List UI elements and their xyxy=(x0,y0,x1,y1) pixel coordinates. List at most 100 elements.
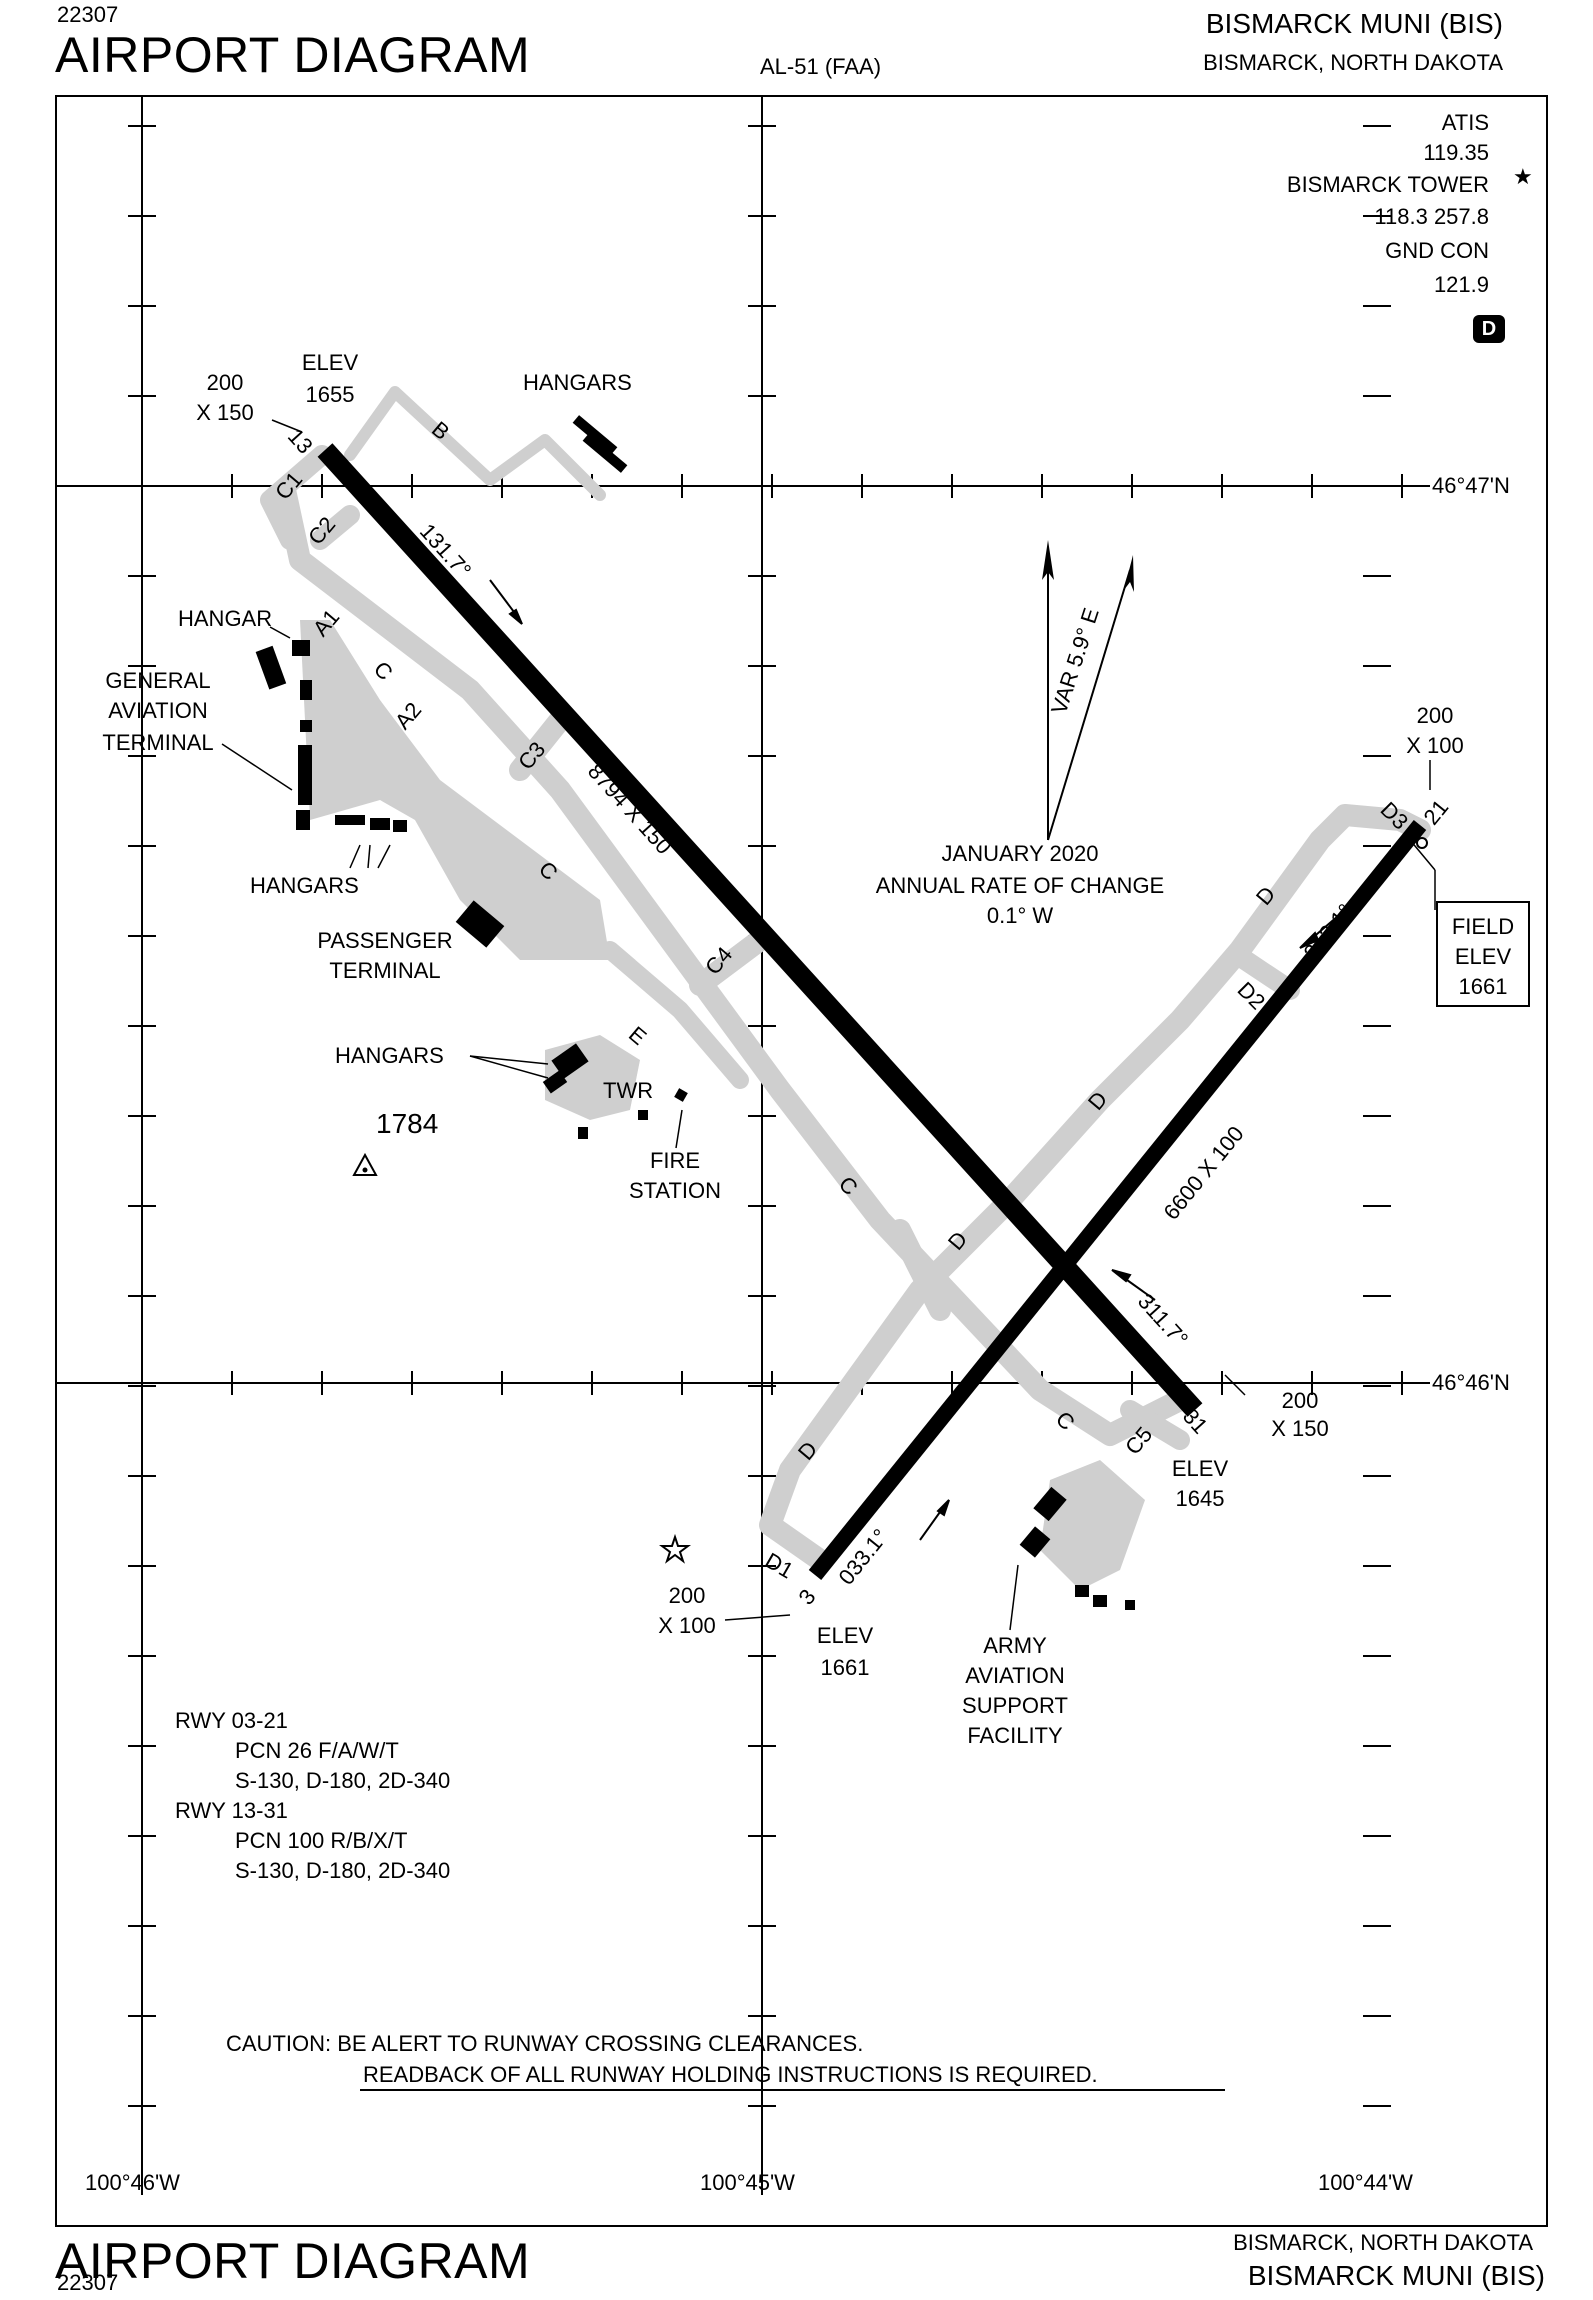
magnetic-north-arrow xyxy=(1047,569,1131,841)
taxiway-d-link xyxy=(889,1219,951,1321)
elev-31-value: 1645 xyxy=(1175,1486,1225,1511)
army-bldg-4 xyxy=(1093,1595,1107,1607)
heading-arrows xyxy=(489,579,1346,1541)
location-top: BISMARCK, NORTH DAKOTA xyxy=(1203,50,1503,75)
army-label-2: AVIATION xyxy=(965,1663,1065,1688)
ga-terminal-label-3: TERMINAL xyxy=(102,730,214,755)
tower-star-icon: ★ xyxy=(1513,164,1533,189)
hangar-low-2 xyxy=(542,1070,568,1094)
taxiway-d xyxy=(759,804,1431,1571)
field-elev-box xyxy=(1436,901,1530,1007)
ga-bldg-4 xyxy=(296,810,310,830)
elev-31-label: ELEV xyxy=(1171,1456,1229,1481)
field-elev-label-2: ELEV xyxy=(1454,944,1512,969)
chart-frame xyxy=(55,95,1548,2227)
taxiway-network xyxy=(260,386,1431,1571)
runway-03-21 xyxy=(808,819,1427,1581)
hangars-low-label: HANGARS xyxy=(335,1043,444,1068)
disp-13-a: 200 xyxy=(206,370,244,395)
pcn-rwy1: RWY 03-21 xyxy=(175,1708,288,1733)
volume-code-bottom: 22307 xyxy=(57,2270,119,2295)
hangars-mid-label: HANGARS xyxy=(250,873,359,898)
ga-apron xyxy=(300,620,610,960)
buildings xyxy=(255,415,1135,1610)
tick-marks xyxy=(128,125,1403,2107)
hangar-top-2 xyxy=(582,433,628,473)
field-elev-label-1: FIELD xyxy=(1451,914,1515,939)
chart-number: AL-51 (FAA) xyxy=(760,54,882,79)
chart-title-bottom: AIRPORT DIAGRAM xyxy=(55,2233,531,2289)
army-label-1: ARMY xyxy=(983,1633,1047,1658)
hangars-top-label: HANGARS xyxy=(523,370,632,395)
taxiway-c1 xyxy=(260,445,332,550)
elev-13-label: ELEV xyxy=(301,350,359,375)
army-apron xyxy=(1040,1460,1145,1590)
army-bldg-5 xyxy=(1125,1600,1135,1610)
obstacle-icon xyxy=(352,1152,378,1176)
fire-station xyxy=(674,1088,688,1102)
mag-rate-value: 0.1° W xyxy=(986,903,1054,928)
hangar-row-3 xyxy=(393,820,407,832)
taxiway-c4 xyxy=(689,929,771,996)
taxiway-b xyxy=(344,386,606,501)
atis-label: ATIS xyxy=(1441,110,1489,135)
disp-21-b: X 100 xyxy=(1406,733,1464,758)
hangar-label: HANGAR xyxy=(178,606,273,631)
location-bottom: BISMARCK, NORTH DAKOTA xyxy=(1233,2230,1533,2255)
pcn-rwy2-value: PCN 100 R/B/X/T xyxy=(235,1828,408,1853)
tower-label-map: TWR xyxy=(603,1078,654,1103)
ga-terminal-label-2: AVIATION xyxy=(108,698,208,723)
beacon-icon xyxy=(659,1533,691,1564)
disp-3-a: 200 xyxy=(668,1583,706,1608)
field-elev-value: 1661 xyxy=(1458,974,1508,999)
class-d-badge: D xyxy=(1473,315,1505,343)
lon-label-west: 100°46'W xyxy=(85,2170,180,2195)
fire-station-label-1: FIRE xyxy=(649,1148,701,1173)
passenger-terminal xyxy=(455,900,505,948)
obstacle-height: 1784 xyxy=(376,1108,439,1139)
ground-label: GND CON xyxy=(1385,238,1489,263)
elev-3-value: 1661 xyxy=(820,1655,870,1680)
disp-3-b: X 100 xyxy=(658,1613,716,1638)
army-bldg-3 xyxy=(1075,1585,1089,1597)
atis-freq: 119.35 xyxy=(1423,140,1489,165)
hangar-low-3 xyxy=(578,1127,588,1139)
chart-title-top: AIRPORT DIAGRAM xyxy=(55,27,531,83)
taxiway-c5 xyxy=(1120,1400,1190,1450)
army-bldg-2 xyxy=(1019,1526,1051,1558)
disp-31-a: 200 xyxy=(1281,1388,1319,1413)
taxiway-c xyxy=(274,479,1191,1446)
pcn-rwy2: RWY 13-31 xyxy=(175,1798,288,1823)
airport-name-bottom: BISMARCK MUNI (BIS) xyxy=(1247,2260,1545,2291)
elev-3-label: ELEV xyxy=(816,1623,874,1648)
tower xyxy=(638,1110,648,1120)
lon-label-east: 100°44'W xyxy=(1318,2170,1413,2195)
disp-21-a: 200 xyxy=(1416,703,1454,728)
hangar-row-1 xyxy=(335,815,365,825)
lat-label-south: 46°46'N xyxy=(1432,1370,1510,1395)
airport-name-top: BISMARCK MUNI (BIS) xyxy=(1205,8,1503,39)
grid-ticks xyxy=(141,96,143,2195)
army-bldg-1 xyxy=(1033,1486,1067,1522)
hangar-top-1 xyxy=(572,415,618,455)
volume-code-top: 22307 xyxy=(57,2,119,27)
taxiway-e xyxy=(601,941,749,1089)
lat-label-north: 46°47'N xyxy=(1432,473,1510,498)
caution-line-2: READBACK OF ALL RUNWAY HOLDING INSTRUCTI… xyxy=(363,2062,1098,2087)
caution-line-1: CAUTION: BE ALERT TO RUNWAY CROSSING CLE… xyxy=(226,2031,864,2056)
disp-13-b: X 150 xyxy=(196,400,254,425)
elev-13-value: 1655 xyxy=(305,382,355,407)
tower-freq: 118.3 257.8 xyxy=(1374,204,1489,229)
ga-terminal-label-1: GENERAL xyxy=(105,668,211,693)
ga-bldg-1 xyxy=(292,640,310,656)
passenger-terminal-label-1: PASSENGER xyxy=(317,928,453,953)
mag-rate-label: ANNUAL RATE OF CHANGE xyxy=(875,873,1165,898)
runway-13-31 xyxy=(317,443,1203,1417)
ga-bldg-2 xyxy=(300,680,312,700)
fire-station-label-2: STATION xyxy=(628,1178,722,1203)
ga-terminal xyxy=(298,745,312,805)
lon-label-mid: 100°45'W xyxy=(700,2170,795,2195)
army-label-4: FACILITY xyxy=(967,1723,1063,1748)
aprons xyxy=(300,620,1145,1590)
